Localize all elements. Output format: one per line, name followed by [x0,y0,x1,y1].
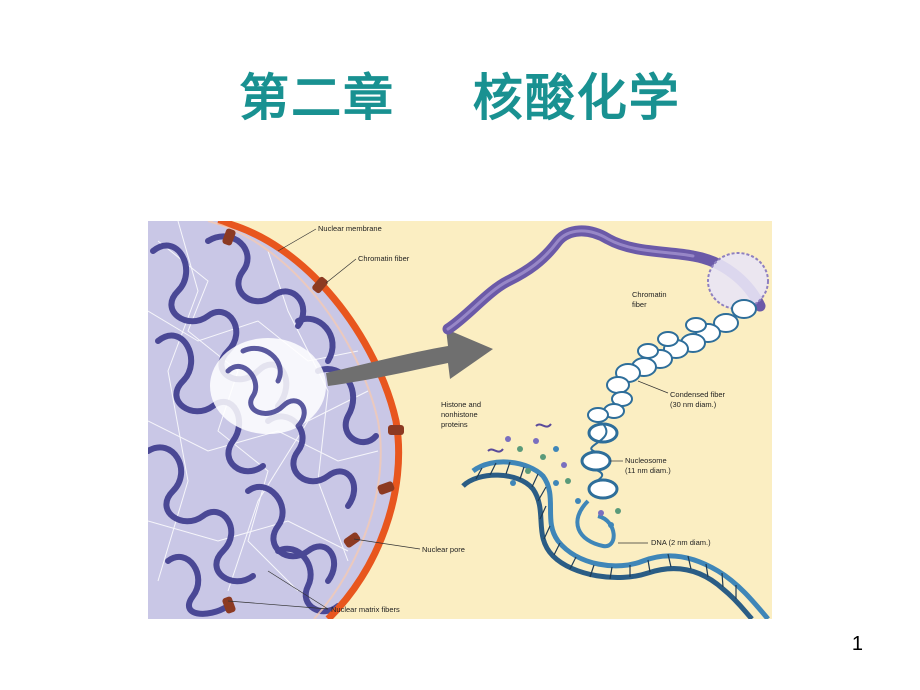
page-number: 1 [851,633,863,655]
label-nucleosome-1: Nucleosome [625,456,667,465]
label-chromatin-fiber-right-1: Chromatin [632,290,667,299]
label-chromatin-fiber-right-2: fiber [632,300,647,309]
nucleosomes [580,422,619,500]
chromatin-fiber-right [442,225,769,335]
label-chromatin-fiber-left: Chromatin fiber [358,254,410,263]
nuclear-pore [312,276,328,294]
nuclear-pore [388,425,404,435]
nuclear-membrane-line [217,221,403,619]
nuclear-pore [222,596,236,614]
nuclear-pores [222,228,404,614]
nucleolus [210,338,326,434]
label-nuclear-matrix-fibers: Nuclear matrix fibers [331,605,400,614]
label-nuclear-pore: Nuclear pore [422,545,465,554]
nuclear-pore [222,228,236,246]
label-histone-2: nonhistone [441,410,478,419]
nucleosome [587,478,619,500]
label-condensed-fiber-1: Condensed fiber [670,390,726,399]
label-histone-3: proteins [441,420,468,429]
label-histone-1: Histone and [441,400,481,409]
condensed-fiber [587,299,757,423]
label-nuclear-membrane: Nuclear membrane [318,224,382,233]
nuclear-pore [343,532,361,548]
chromatin-structure-figure: Nuclear membrane Chromatin fiber Chromat… [148,221,772,619]
chromatin-illustration: Nuclear membrane Chromatin fiber Chromat… [148,221,770,619]
label-nucleosome-2: (11 nm diam.) [625,466,671,475]
histone-proteins [487,423,621,528]
nucleus [148,221,403,619]
label-condensed-fiber-2: (30 nm diam.) [670,400,717,409]
magnify-arrow [326,329,493,386]
slide-title: 第二章 核酸化学 [239,69,681,127]
leader-lines [227,228,669,610]
nucleosome [580,450,612,472]
nuclear-pore [377,481,395,495]
label-dna: DNA (2 nm diam.) [651,538,711,547]
